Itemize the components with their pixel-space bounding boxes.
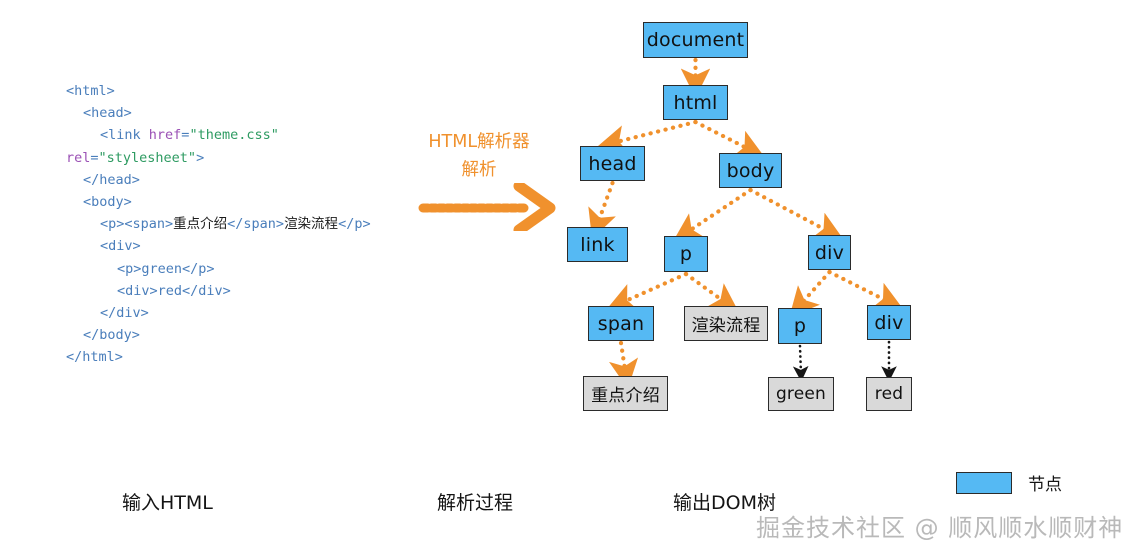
- code-line: <p>green</p>: [66, 258, 436, 280]
- code-token: >: [196, 149, 205, 166]
- code-line: </html>: [66, 346, 436, 368]
- code-token: <p><span>: [100, 216, 174, 233]
- dom-edge-p1-to-span: [606, 271, 689, 311]
- dom-node-text-red: red: [866, 377, 912, 411]
- dom-edge-body-to-div1: [748, 187, 844, 240]
- code-token: <body>: [83, 194, 132, 211]
- dom-edge-div1-to-div2: [827, 269, 904, 310]
- code-line: <head>: [66, 102, 436, 124]
- code-line: <p><span>重点介绍</span>渲染流程</p>: [66, 213, 436, 235]
- dom-edge-p1-to-text-render: [683, 271, 739, 313]
- dom-node-document: document: [643, 22, 748, 58]
- code-token: </body>: [83, 327, 140, 344]
- code-token: <p>green</p>: [117, 260, 215, 277]
- html-source-code-block: <html><head><link href="theme.css"rel="s…: [66, 80, 436, 369]
- dom-node-p2: p: [778, 308, 822, 344]
- dom-node-text-green: green: [768, 377, 834, 411]
- code-token: </span>: [227, 216, 285, 233]
- parser-label-line2: 解析: [461, 160, 497, 180]
- dom-node-div2: div: [867, 305, 911, 340]
- code-line: </div>: [66, 302, 436, 324]
- node-swatch-icon: [956, 471, 1012, 494]
- code-token: "stylesheet": [98, 149, 197, 166]
- code-token: <link: [100, 127, 149, 144]
- code-token: <div>red</div>: [117, 282, 231, 299]
- parser-label: HTML解析器 解析: [404, 128, 554, 184]
- code-line: </head>: [66, 169, 436, 191]
- footer-label-input: 输入HTML: [122, 492, 213, 514]
- legend-label: 节点: [1028, 475, 1062, 495]
- dom-tree: document html head body link p div span 渲染流程 p div…: [567, 22, 912, 411]
- dom-tree-edges: [588, 57, 904, 389]
- code-token: "theme.css": [189, 127, 279, 144]
- code-token: 重点介绍: [173, 216, 228, 233]
- dom-edge-html-to-body: [693, 119, 765, 158]
- dom-edge-span-to-text-focus: [608, 340, 639, 389]
- code-token: <html>: [66, 83, 115, 99]
- code-token: <head>: [83, 105, 132, 122]
- dom-node-link: link: [567, 227, 628, 262]
- code-token: rel: [66, 149, 91, 166]
- code-token: =: [90, 149, 99, 166]
- dom-node-text-render: 渲染流程: [684, 306, 768, 341]
- dom-edge-p2-to-text-green: [792, 344, 809, 382]
- code-line: <link href="theme.css": [66, 124, 436, 146]
- dom-node-span: span: [588, 306, 654, 341]
- code-token: <div>: [100, 238, 141, 255]
- code-line: <div>: [66, 235, 436, 257]
- dom-node-p1: p: [664, 236, 708, 272]
- code-line: <html>: [66, 80, 436, 102]
- dom-node-head: head: [580, 146, 645, 181]
- code-line: rel="stylesheet">: [66, 147, 436, 169]
- legend: 节点: [956, 470, 1062, 495]
- code-token: href: [148, 127, 182, 144]
- dom-node-div1: div: [808, 235, 851, 270]
- watermark: 掘金技术社区 @ 顺风顺水顺财神: [756, 514, 1124, 542]
- dom-edge-div1-to-p2: [789, 269, 832, 317]
- code-line: <div>red</div>: [66, 280, 436, 302]
- thick-right-arrow-icon: [418, 183, 556, 231]
- code-token: =: [181, 127, 190, 144]
- code-line: </body>: [66, 324, 436, 346]
- code-line: <body>: [66, 191, 436, 213]
- dom-edge-html-to-head: [597, 119, 698, 154]
- footer-label-output: 输出DOM树: [673, 492, 776, 514]
- footer-label-parse: 解析过程: [437, 492, 514, 514]
- parser-label-line1: HTML解析器: [428, 132, 530, 152]
- dom-node-html: html: [663, 85, 728, 120]
- dom-node-body: body: [719, 153, 782, 188]
- dom-edge-body-to-p1: [672, 187, 753, 242]
- code-token: 渲染流程: [284, 216, 339, 233]
- code-token: </head>: [83, 171, 140, 188]
- dom-edge-head-to-link: [588, 180, 616, 239]
- code-token: </p>: [338, 216, 371, 233]
- code-token: </div>: [100, 305, 149, 322]
- dom-node-text-focus: 重点介绍: [583, 376, 668, 411]
- code-token: </html>: [66, 349, 123, 366]
